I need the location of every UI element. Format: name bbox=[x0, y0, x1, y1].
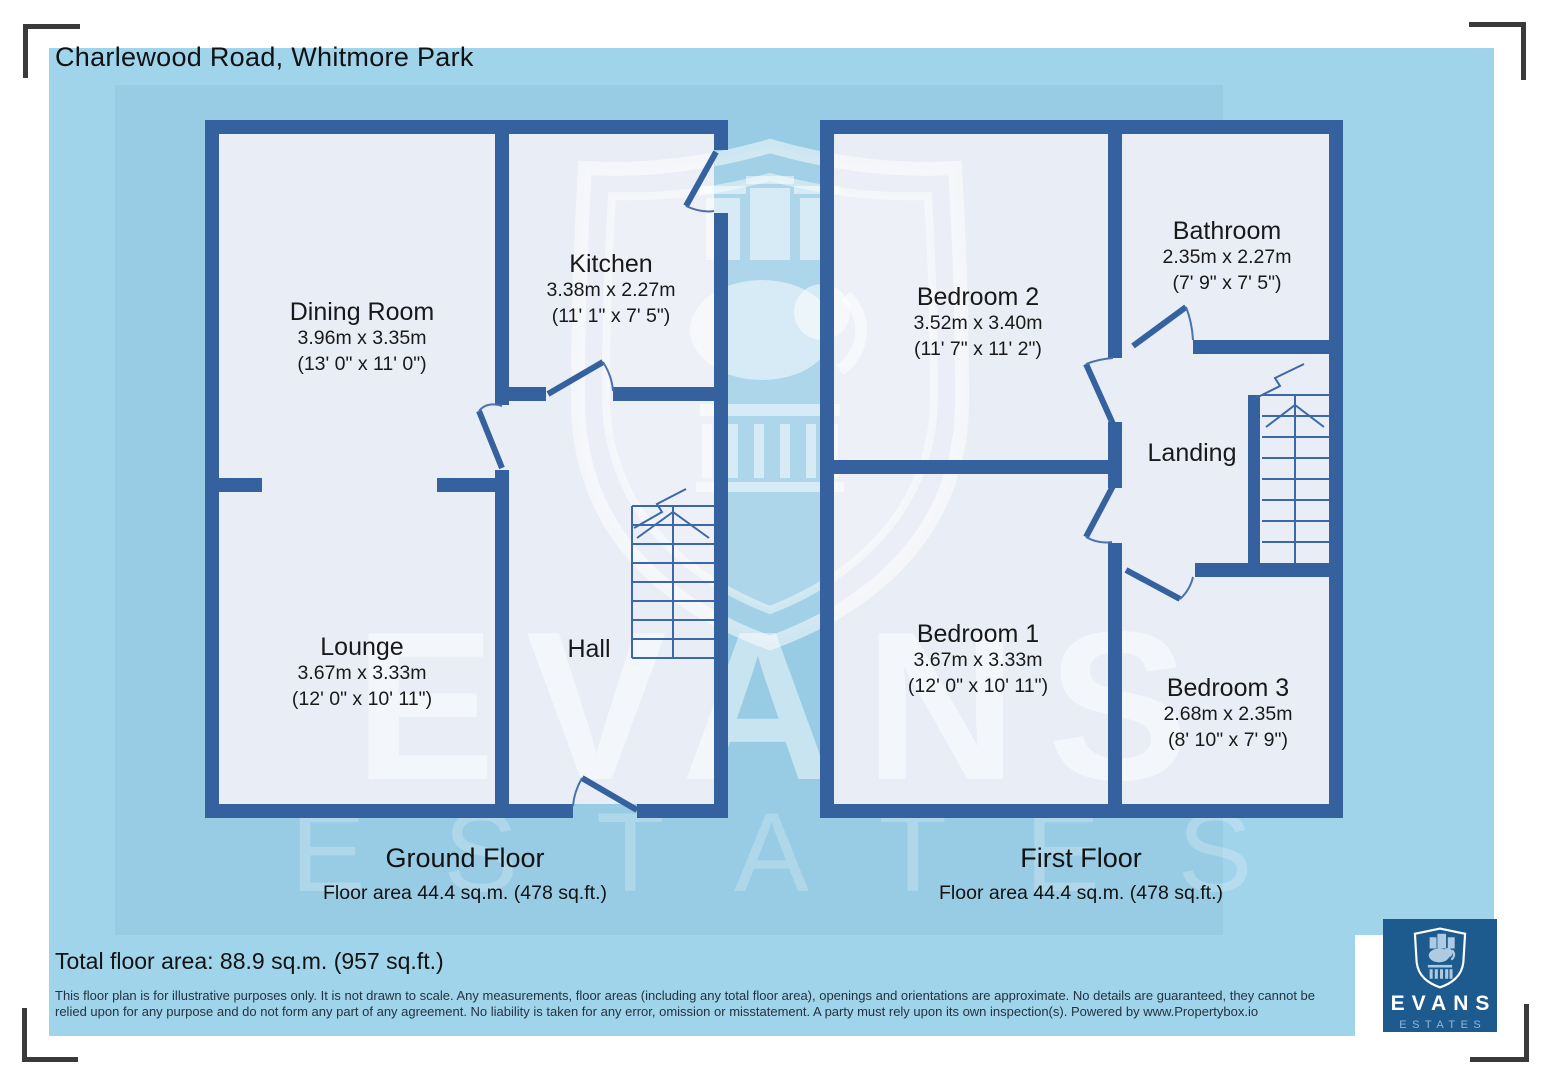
wall bbox=[495, 470, 509, 804]
crop-mark-top-right-icon bbox=[1469, 22, 1526, 80]
room-name: Lounge bbox=[320, 633, 404, 661]
crop-mark-bottom-right-icon bbox=[1470, 1004, 1529, 1062]
wall bbox=[1329, 134, 1343, 804]
room-dim-metric: 3.52m x 3.40m bbox=[913, 312, 1043, 334]
room-dim-imperial: (12' 0" x 10' 11") bbox=[907, 674, 1049, 697]
room-landing: Landing bbox=[1148, 440, 1237, 467]
wall bbox=[1108, 543, 1122, 804]
room-bathroom: Bathroom 2.35m x 2.27m (7' 9" x 7' 5") bbox=[1163, 218, 1292, 296]
room-bedroom-2: Bedroom 2 3.52m x 3.40m (11' 7" x 11' 2"… bbox=[914, 284, 1043, 362]
wall bbox=[834, 460, 1122, 474]
room-name: Bathroom bbox=[1172, 217, 1282, 245]
room-name: Kitchen bbox=[569, 250, 653, 278]
wall bbox=[1193, 340, 1329, 354]
room-dim-imperial: (12' 0" x 10' 11") bbox=[291, 687, 433, 710]
wall bbox=[1248, 395, 1260, 563]
shield-icon bbox=[1413, 927, 1467, 989]
room-dim-imperial: (11' 7" x 11' 2") bbox=[914, 337, 1042, 360]
wall bbox=[613, 387, 714, 401]
room-lounge: Lounge 3.67m x 3.33m (12' 0" x 10' 11") bbox=[292, 634, 432, 712]
room-name: Bedroom 3 bbox=[1166, 674, 1290, 702]
room-name: Hall bbox=[567, 635, 611, 663]
wall bbox=[820, 120, 1343, 134]
wall bbox=[820, 134, 834, 804]
wall bbox=[820, 804, 1343, 818]
room-dim-metric: 3.38m x 2.27m bbox=[546, 279, 676, 301]
wall bbox=[205, 120, 728, 134]
room-dining-room: Dining Room 3.96m x 3.35m (13' 0" x 11' … bbox=[290, 299, 435, 377]
floor-area: Floor area 44.4 sq.m. (478 sq.ft.) bbox=[939, 882, 1223, 904]
floor-name: First Floor bbox=[1020, 843, 1142, 873]
room-dim-imperial: (7' 9" x 7' 5") bbox=[1172, 271, 1282, 294]
room-dim-imperial: (13' 0" x 11' 0") bbox=[297, 352, 427, 375]
room-dim-metric: 3.67m x 3.33m bbox=[913, 649, 1043, 671]
room-bedroom-1: Bedroom 1 3.67m x 3.33m (12' 0" x 10' 11… bbox=[908, 621, 1048, 699]
logo-tagline: ESTATES bbox=[1399, 1019, 1487, 1031]
wall bbox=[509, 387, 546, 401]
wall bbox=[1108, 134, 1122, 358]
crop-mark-top-left-icon bbox=[23, 24, 80, 78]
room-kitchen: Kitchen 3.38m x 2.27m (11' 1" x 7' 5") bbox=[547, 251, 676, 329]
room-name: Bedroom 2 bbox=[916, 283, 1040, 311]
wall bbox=[205, 804, 573, 818]
room-dim-metric: 3.67m x 3.33m bbox=[297, 662, 427, 684]
room-dim-metric: 2.35m x 2.27m bbox=[1162, 246, 1292, 268]
room-name: Dining Room bbox=[289, 298, 435, 326]
floor-area: Floor area 44.4 sq.m. (478 sq.ft.) bbox=[323, 882, 607, 904]
crop-mark-bottom-left-icon bbox=[22, 1008, 78, 1062]
wall bbox=[219, 478, 262, 492]
wall bbox=[1195, 563, 1329, 577]
room-name: Bedroom 1 bbox=[916, 620, 1040, 648]
room-dim-metric: 3.96m x 3.35m bbox=[297, 327, 427, 349]
total-floor-area: Total floor area: 88.9 sq.m. (957 sq.ft.… bbox=[55, 948, 444, 974]
wall bbox=[205, 134, 219, 804]
wall bbox=[1108, 422, 1122, 488]
room-dim-imperial: (11' 1" x 7' 5") bbox=[551, 304, 671, 327]
first-floor-caption: First Floor Floor area 44.4 sq.m. (478 s… bbox=[939, 843, 1223, 905]
wall bbox=[714, 134, 728, 150]
room-hall: Hall bbox=[567, 636, 610, 663]
room-dim-imperial: (8' 10" x 7' 9") bbox=[1168, 728, 1288, 751]
canvas-background-footer bbox=[49, 935, 1355, 1036]
wall bbox=[437, 478, 495, 492]
wall bbox=[714, 213, 728, 804]
ground-floor-caption: Ground Floor Floor area 44.4 sq.m. (478 … bbox=[323, 843, 607, 905]
evans-estates-logo: EVANS ESTATES bbox=[1383, 919, 1497, 1032]
logo-name: EVANS bbox=[1390, 992, 1497, 1015]
room-name: Landing bbox=[1147, 439, 1237, 467]
room-dim-metric: 2.68m x 2.35m bbox=[1163, 703, 1293, 725]
page-title: Charlewood Road, Whitmore Park bbox=[55, 42, 474, 72]
room-bedroom-3: Bedroom 3 2.68m x 2.35m (8' 10" x 7' 9") bbox=[1164, 675, 1293, 753]
wall bbox=[637, 804, 728, 818]
floor-name: Ground Floor bbox=[385, 843, 545, 873]
disclaimer-text: This floor plan is for illustrative purp… bbox=[55, 988, 1316, 1019]
wall bbox=[495, 134, 509, 405]
